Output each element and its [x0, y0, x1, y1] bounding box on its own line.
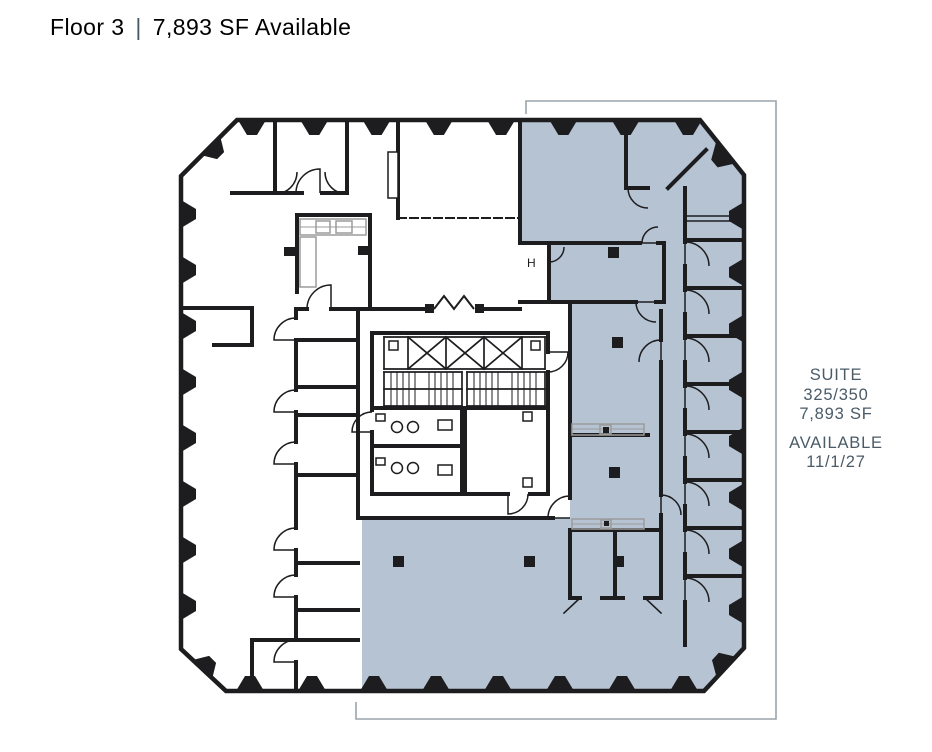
suite-word: SUITE — [809, 366, 863, 384]
available-suite-region[interactable] — [362, 118, 744, 691]
room-h-label: H — [527, 256, 536, 270]
column-markers — [284, 246, 624, 567]
floor-label: Floor 3 — [50, 14, 125, 40]
title-separator: | — [135, 14, 142, 40]
core-detail-lines — [375, 151, 745, 615]
window-mullions — [181, 120, 744, 691]
available-word: AVAILABLE — [789, 433, 883, 452]
door-swings — [273, 168, 710, 663]
room-h — [521, 243, 549, 302]
interior-walls — [181, 118, 746, 691]
available-date: 11/1/27 — [806, 453, 866, 471]
suite-numbers: 325/350 — [803, 385, 869, 404]
suite-area: 7,893 SF — [799, 405, 873, 423]
suite-callout: SUITE 325/350 7,893 SF AVAILABLE 11/1/27 — [780, 366, 892, 473]
suite-callout-outline — [355, 100, 777, 720]
casework-lines — [299, 218, 645, 530]
page-title: Floor 3 | 7,893 SF Available — [50, 14, 351, 41]
availability-label: 7,893 SF Available — [152, 14, 352, 40]
